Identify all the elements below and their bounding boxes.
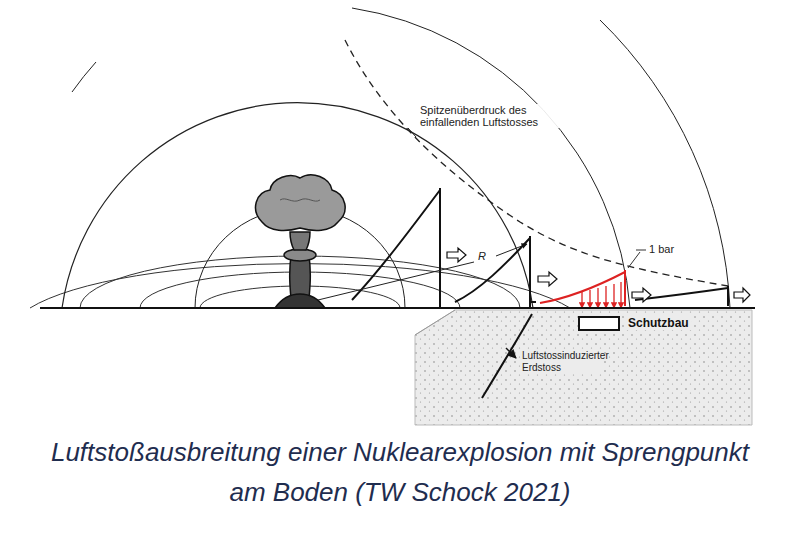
ground-block	[415, 310, 752, 425]
figure-caption: Luftstoßausbreitung einer Nuklearexplosi…	[40, 432, 760, 512]
radius-line	[496, 244, 527, 256]
mushroom-cloud	[256, 175, 346, 308]
shock-fronts	[62, 8, 730, 308]
callout-text: Luftstossinduzierter Erdstoss	[522, 350, 602, 374]
load-arrows	[582, 282, 621, 308]
ground-shock-arrow	[506, 348, 516, 358]
pressure-profiles	[352, 188, 728, 308]
radius-label: R	[478, 250, 492, 262]
callout-text: Spitzenüberdruck des einfallenden Luftst…	[420, 104, 570, 128]
ground-edge	[415, 310, 455, 335]
propagation-arrows	[447, 248, 750, 302]
pressure-marker	[628, 250, 646, 268]
shelter-box	[578, 316, 620, 331]
radius-line	[318, 262, 474, 300]
leader-line	[408, 128, 416, 137]
shelter-label: Schutzbau	[626, 316, 691, 330]
peak-overpressure-curve	[345, 40, 728, 286]
pressure-label: 1 bar	[649, 243, 689, 255]
ground-line	[40, 307, 755, 309]
shelter: Schutzbau	[578, 316, 695, 332]
